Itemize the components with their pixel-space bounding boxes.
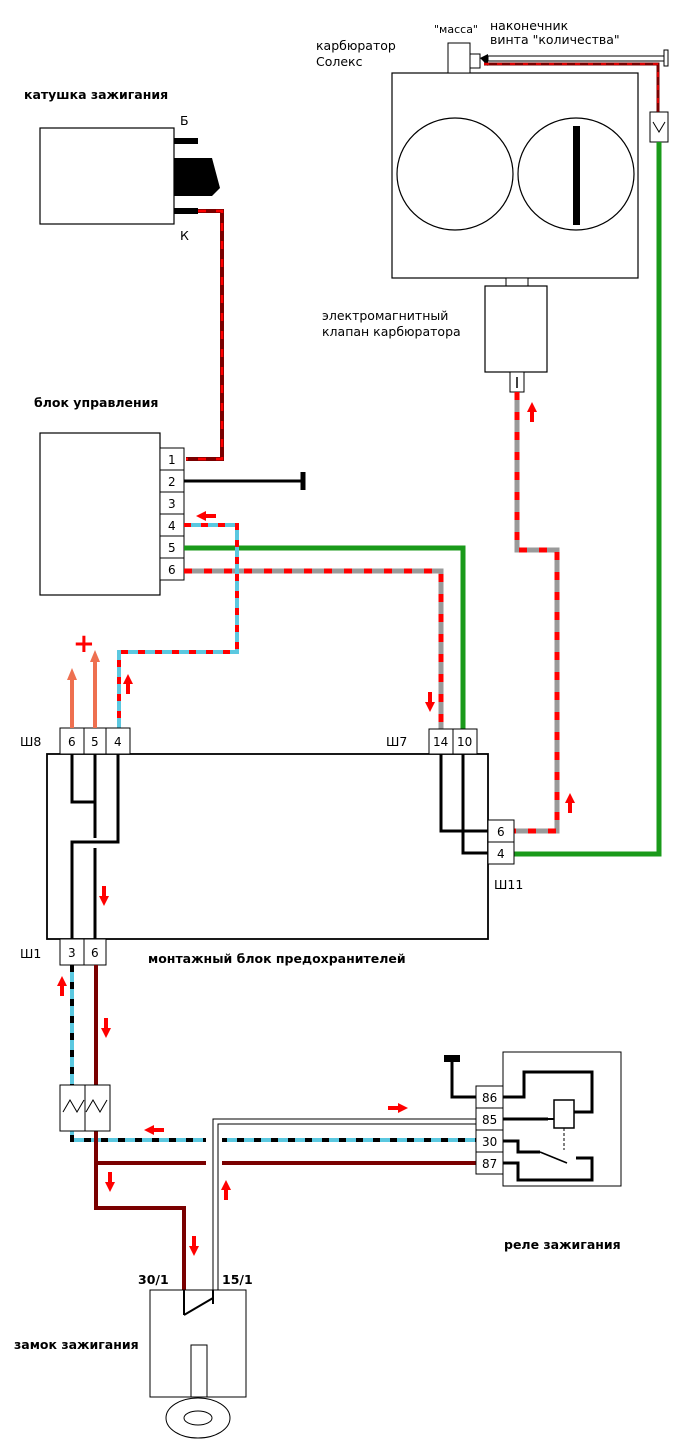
wire-lock-15-to-relay-85 [212, 1118, 476, 1290]
carburetor [391, 42, 669, 279]
sh11-pin-4: 4 [497, 847, 505, 861]
cu-pin-3: 3 [168, 497, 176, 511]
sh8-label: Ш8 [20, 734, 41, 749]
sh1-label: Ш1 [20, 946, 41, 961]
sh8-pin-6: 6 [68, 735, 76, 749]
relay-pin-30: 30 [482, 1135, 497, 1149]
massa-label: "масса" [434, 23, 478, 36]
current-flow-arrows [57, 402, 575, 1256]
arrow-up-icon [221, 1180, 231, 1200]
wire-sh1-3-blue-black [70, 965, 476, 1142]
terminal-15-1: 15/1 [222, 1272, 253, 1287]
sh7-pin-14: 14 [433, 735, 448, 749]
ignition-coil-label: катушка зажигания [24, 87, 168, 102]
cu-pin-1: 1 [168, 453, 176, 467]
ignition-coil [39, 127, 220, 225]
wire-pin4-to-sh8 [117, 523, 239, 728]
sh7-pin-10: 10 [457, 735, 472, 749]
cu-pin-2: 2 [168, 475, 176, 489]
control-unit: 1 2 3 4 5 6 [39, 432, 185, 596]
carburetor-label-2: Солекс [316, 54, 363, 69]
arrow-down-icon [425, 692, 435, 712]
ignition-relay [475, 1051, 622, 1187]
plus-supply-arrows [67, 650, 100, 728]
wire-coil-to-pin1 [186, 209, 224, 461]
arrow-right-icon [388, 1103, 408, 1113]
arrow-up-icon [57, 976, 67, 996]
arrow-up-icon [123, 674, 133, 694]
fuse-block [46, 727, 515, 966]
wire-green-carb-to-sh11 [514, 142, 662, 857]
valve-label-1: электромагнитный [322, 308, 448, 323]
arrow-left-icon [196, 511, 216, 521]
arrow-up-icon [527, 402, 537, 422]
fuse-block-label: монтажный блок предохранителей [148, 951, 406, 966]
arrow-up-icon [565, 793, 575, 813]
tip-label-1: наконечник [490, 18, 569, 33]
cu-pin-6: 6 [168, 563, 176, 577]
relay-pin-85: 85 [482, 1113, 497, 1127]
arrow-down-icon [105, 1172, 115, 1192]
cu-pin-4: 4 [168, 519, 176, 533]
relay-label: реле зажигания [504, 1237, 621, 1252]
sh8-pin-5: 5 [91, 735, 99, 749]
wire-valve-to-sh11 [514, 392, 560, 834]
wire-pin6-to-sh7 [184, 568, 444, 729]
arrow-down-icon [101, 1018, 111, 1038]
cu-pin-5: 5 [168, 541, 176, 555]
carburetor-label-1: карбюратор [316, 38, 396, 53]
sh7-label: Ш7 [386, 734, 407, 749]
terminal-30-1: 30/1 [138, 1272, 169, 1287]
relay-pin-86: 86 [482, 1091, 497, 1105]
coil-terminal-k: К [180, 228, 189, 243]
arrow-down-icon [99, 886, 109, 906]
tip-label-2: винта "количества" [490, 32, 620, 47]
arrow-down-icon [189, 1236, 199, 1256]
sh1-pin-6: 6 [91, 946, 99, 960]
relay-ground [444, 1055, 476, 1099]
ignition-lock-label: замок зажигания [14, 1337, 139, 1352]
control-unit-label: блок управления [34, 395, 158, 410]
ignition-lock [149, 1289, 247, 1439]
coil-terminal-b: Б [180, 113, 189, 128]
wire-pin2-ground [184, 472, 306, 490]
plus-sign: + [73, 629, 95, 659]
carb-connector [649, 111, 669, 143]
valve-label-2: клапан карбюратора [322, 324, 461, 339]
sh8-pin-4: 4 [114, 735, 122, 749]
arrow-left-icon [144, 1125, 164, 1135]
fuse-element [59, 1084, 111, 1132]
solenoid-valve [484, 277, 548, 393]
wire-green-pin5-to-sh7 [184, 545, 466, 729]
sh11-pin-6: 6 [497, 825, 505, 839]
sh1-pin-3: 3 [68, 946, 76, 960]
relay-pin-87: 87 [482, 1157, 497, 1171]
wire-tip-to-connector [484, 62, 660, 112]
sh11-label: Ш11 [494, 877, 523, 892]
